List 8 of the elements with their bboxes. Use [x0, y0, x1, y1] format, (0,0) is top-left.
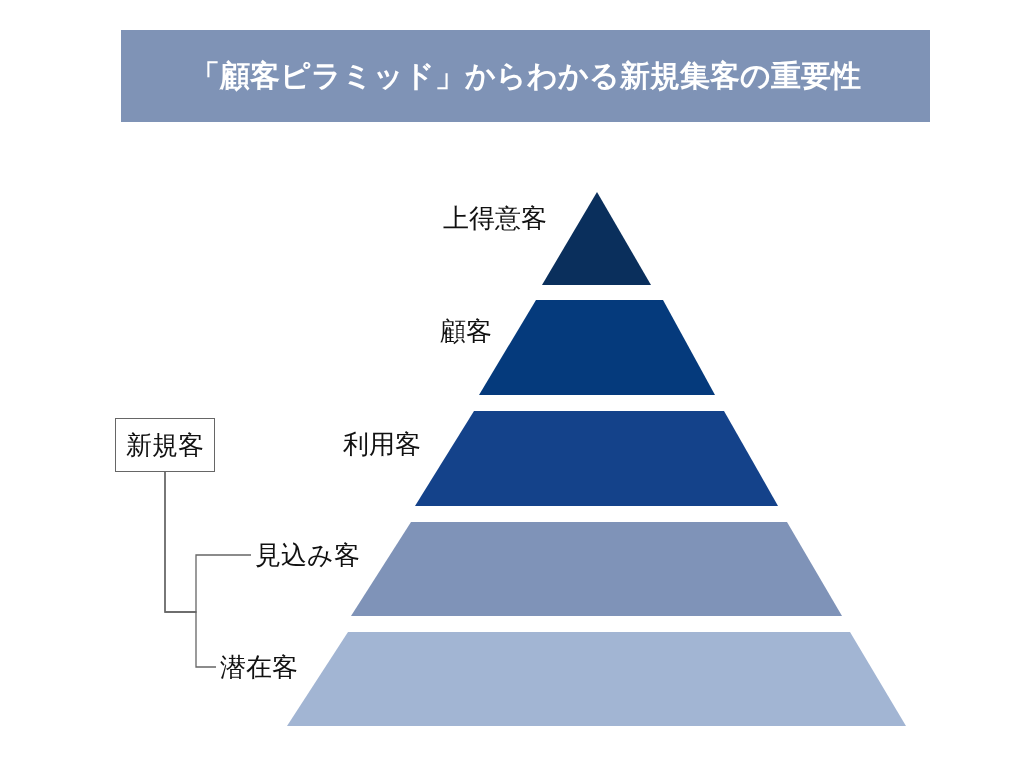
bracket-line	[164, 471, 217, 668]
label-box: 新規客	[115, 418, 215, 472]
tier-label: 潜在客	[220, 654, 298, 680]
tier-label: 見込み客	[255, 542, 360, 568]
title-banner: 「顧客ピラミッド」からわかる新規集客の重要性	[121, 30, 930, 122]
tier-label: 利用客	[343, 431, 421, 457]
tier-label: 上得意客	[443, 205, 547, 231]
tier-label: 顧客	[440, 318, 492, 344]
